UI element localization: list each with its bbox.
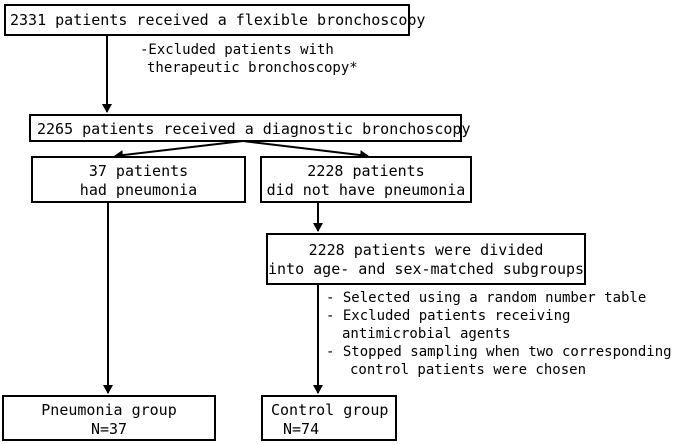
flexible-bronchoscopy-box: 2331 patients received a flexible bronch… [4,4,426,36]
pneumonia-group-label: Pneumonia group [41,401,177,419]
selection-item-antimicrobial-line1: - Excluded patients receiving [326,308,571,324]
selection-item-stopped-line1: - Stopped sampling when two correspondin… [326,344,672,360]
divided-subgroups-line2: into age- and sex-matched subgroups [268,260,585,278]
pneumonia-line2: had pneumonia [79,181,198,199]
pneumonia-line1: 37 patients [88,162,189,180]
excluded-therapeutic-line1: -Excluded patients with [140,42,334,58]
selection-criteria-note: - Selected using a random number table -… [326,289,672,379]
control-group-count: N=74 [283,420,320,438]
diagnostic-bronchoscopy-box: 2265 patients received a diagnostic bron… [29,114,471,142]
control-group-box: Control group N=74 [261,395,397,441]
arrow-diagnostic-to-pneumonia [114,140,244,161]
selection-item-random-table: - Selected using a random number table [326,290,647,306]
excluded-therapeutic-note: -Excluded patients with therapeutic bron… [140,41,358,77]
pneumonia-group-box: Pneumonia group N=37 [2,395,216,441]
control-group-label: Control group [271,401,389,419]
excluded-therapeutic-line2: therapeutic bronchoscopy* [147,60,358,76]
no-pneumonia-line1: 2228 patients [307,162,425,180]
divided-subgroups-box: 2228 patients were divided into age- and… [266,233,586,285]
pneumonia-group-count: N=37 [90,420,128,438]
no-pneumonia-line2: did not have pneumonia [266,181,466,199]
selection-item-antimicrobial-line2: antimicrobial agents [342,326,511,342]
flexible-bronchoscopy-text: 2331 patients received a flexible bronch… [10,11,426,29]
selection-item-stopped-line2: control patients were chosen [350,362,587,378]
pneumonia-box: 37 patients had pneumonia [31,156,246,203]
no-pneumonia-box: 2228 patients did not have pneumonia [260,156,472,203]
diagnostic-bronchoscopy-text: 2265 patients received a diagnostic bron… [37,120,471,138]
arrow-diagnostic-to-no-pneumonia [242,140,369,161]
divided-subgroups-line1: 2228 patients were divided [308,241,544,259]
